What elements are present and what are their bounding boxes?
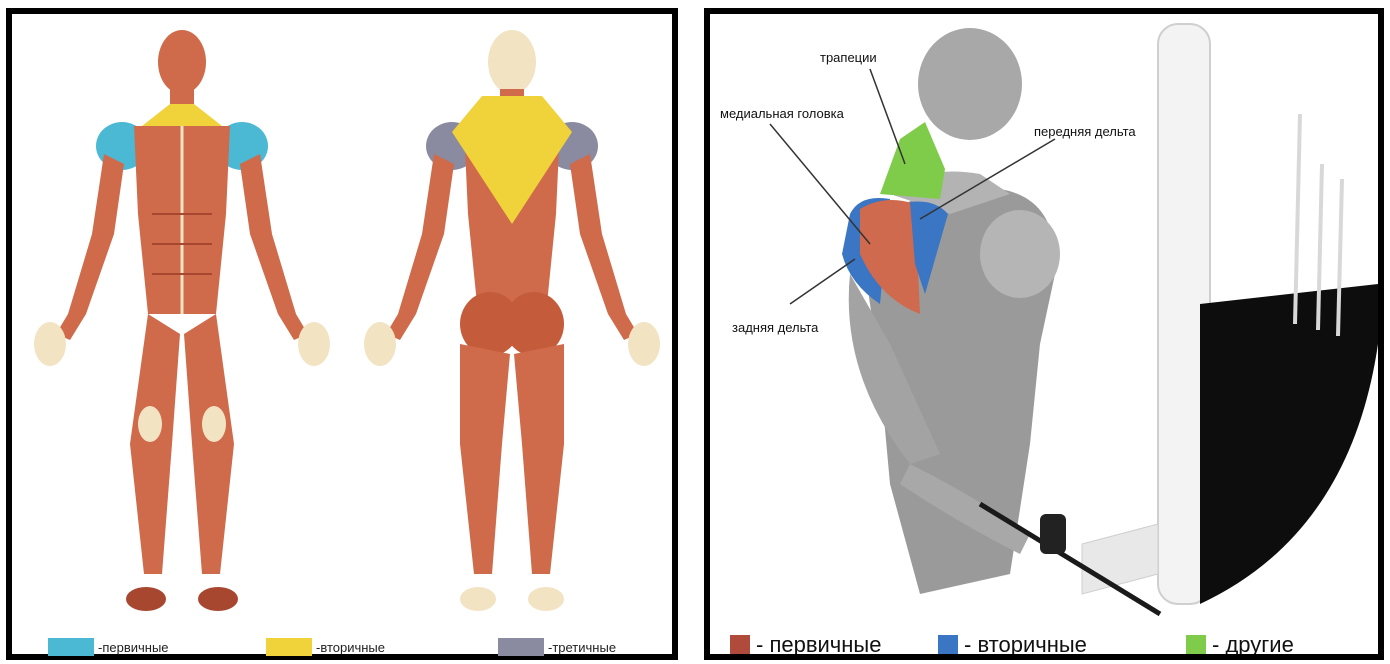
back-figure <box>364 30 660 611</box>
anatomy-figures <box>12 14 672 654</box>
back-left-leg <box>460 344 510 574</box>
legend-secondary-right-label: - вторичные <box>964 632 1087 658</box>
figure-head <box>918 28 1022 140</box>
back-head <box>488 30 536 94</box>
front-left-hand <box>34 322 66 366</box>
front-trapezius-secondary <box>142 104 222 126</box>
front-left-foot <box>126 587 166 611</box>
pointer-trapezius <box>870 69 905 164</box>
front-left-arm <box>56 154 124 340</box>
legend-primary-right-label: - первичные <box>756 632 881 658</box>
legend-other-right-swatch <box>1186 635 1206 655</box>
legend-primary-right: - первичные <box>730 632 881 658</box>
back-left-hand <box>364 322 396 366</box>
figure-chest <box>980 210 1060 298</box>
back-right-arm <box>570 154 638 340</box>
front-right-arm <box>240 154 308 340</box>
front-right-foot <box>198 587 238 611</box>
label-medial-head: медиальная головка <box>720 106 844 121</box>
legend-primary-swatch <box>48 638 94 656</box>
back-right-leg <box>514 344 564 574</box>
exercise-panel: трапеции медиальная головка передняя дел… <box>704 8 1384 660</box>
label-front-delt: передняя дельта <box>1034 124 1136 139</box>
pointer-rear-delt <box>790 259 855 304</box>
legend-secondary-label: -вторичные <box>316 640 385 655</box>
legend-tertiary-label: -третичные <box>548 640 616 655</box>
legend-tertiary-swatch <box>498 638 544 656</box>
front-head <box>158 30 206 94</box>
legend-tertiary: -третичные <box>498 638 616 656</box>
front-right-leg <box>184 314 234 574</box>
legend-other-right: - другие <box>1186 632 1294 658</box>
trapezius-other <box>880 122 945 199</box>
back-left-arm <box>386 154 454 340</box>
legend-secondary-swatch <box>266 638 312 656</box>
front-right-hand <box>298 322 330 366</box>
back-right-foot <box>528 587 564 611</box>
pointer-medial-head <box>770 124 870 244</box>
legend-primary-right-swatch <box>730 635 750 655</box>
label-trapezius: трапеции <box>820 50 877 65</box>
legend-secondary: -вторичные <box>266 638 385 656</box>
front-figure <box>34 30 330 611</box>
back-left-foot <box>460 587 496 611</box>
legend-primary-label: -первичные <box>98 640 169 655</box>
cable-handle <box>1040 514 1066 554</box>
label-rear-delt: задняя дельта <box>732 320 818 335</box>
back-right-hand <box>628 322 660 366</box>
legend-primary: -первичные <box>48 638 169 656</box>
front-left-leg <box>130 314 180 574</box>
anatomy-panel: -первичные -вторичные -третичные <box>6 8 678 660</box>
legend-secondary-right: - вторичные <box>938 632 1087 658</box>
weight-stack <box>1200 284 1378 604</box>
legend-other-right-label: - другие <box>1212 632 1294 658</box>
legend-secondary-right-swatch <box>938 635 958 655</box>
